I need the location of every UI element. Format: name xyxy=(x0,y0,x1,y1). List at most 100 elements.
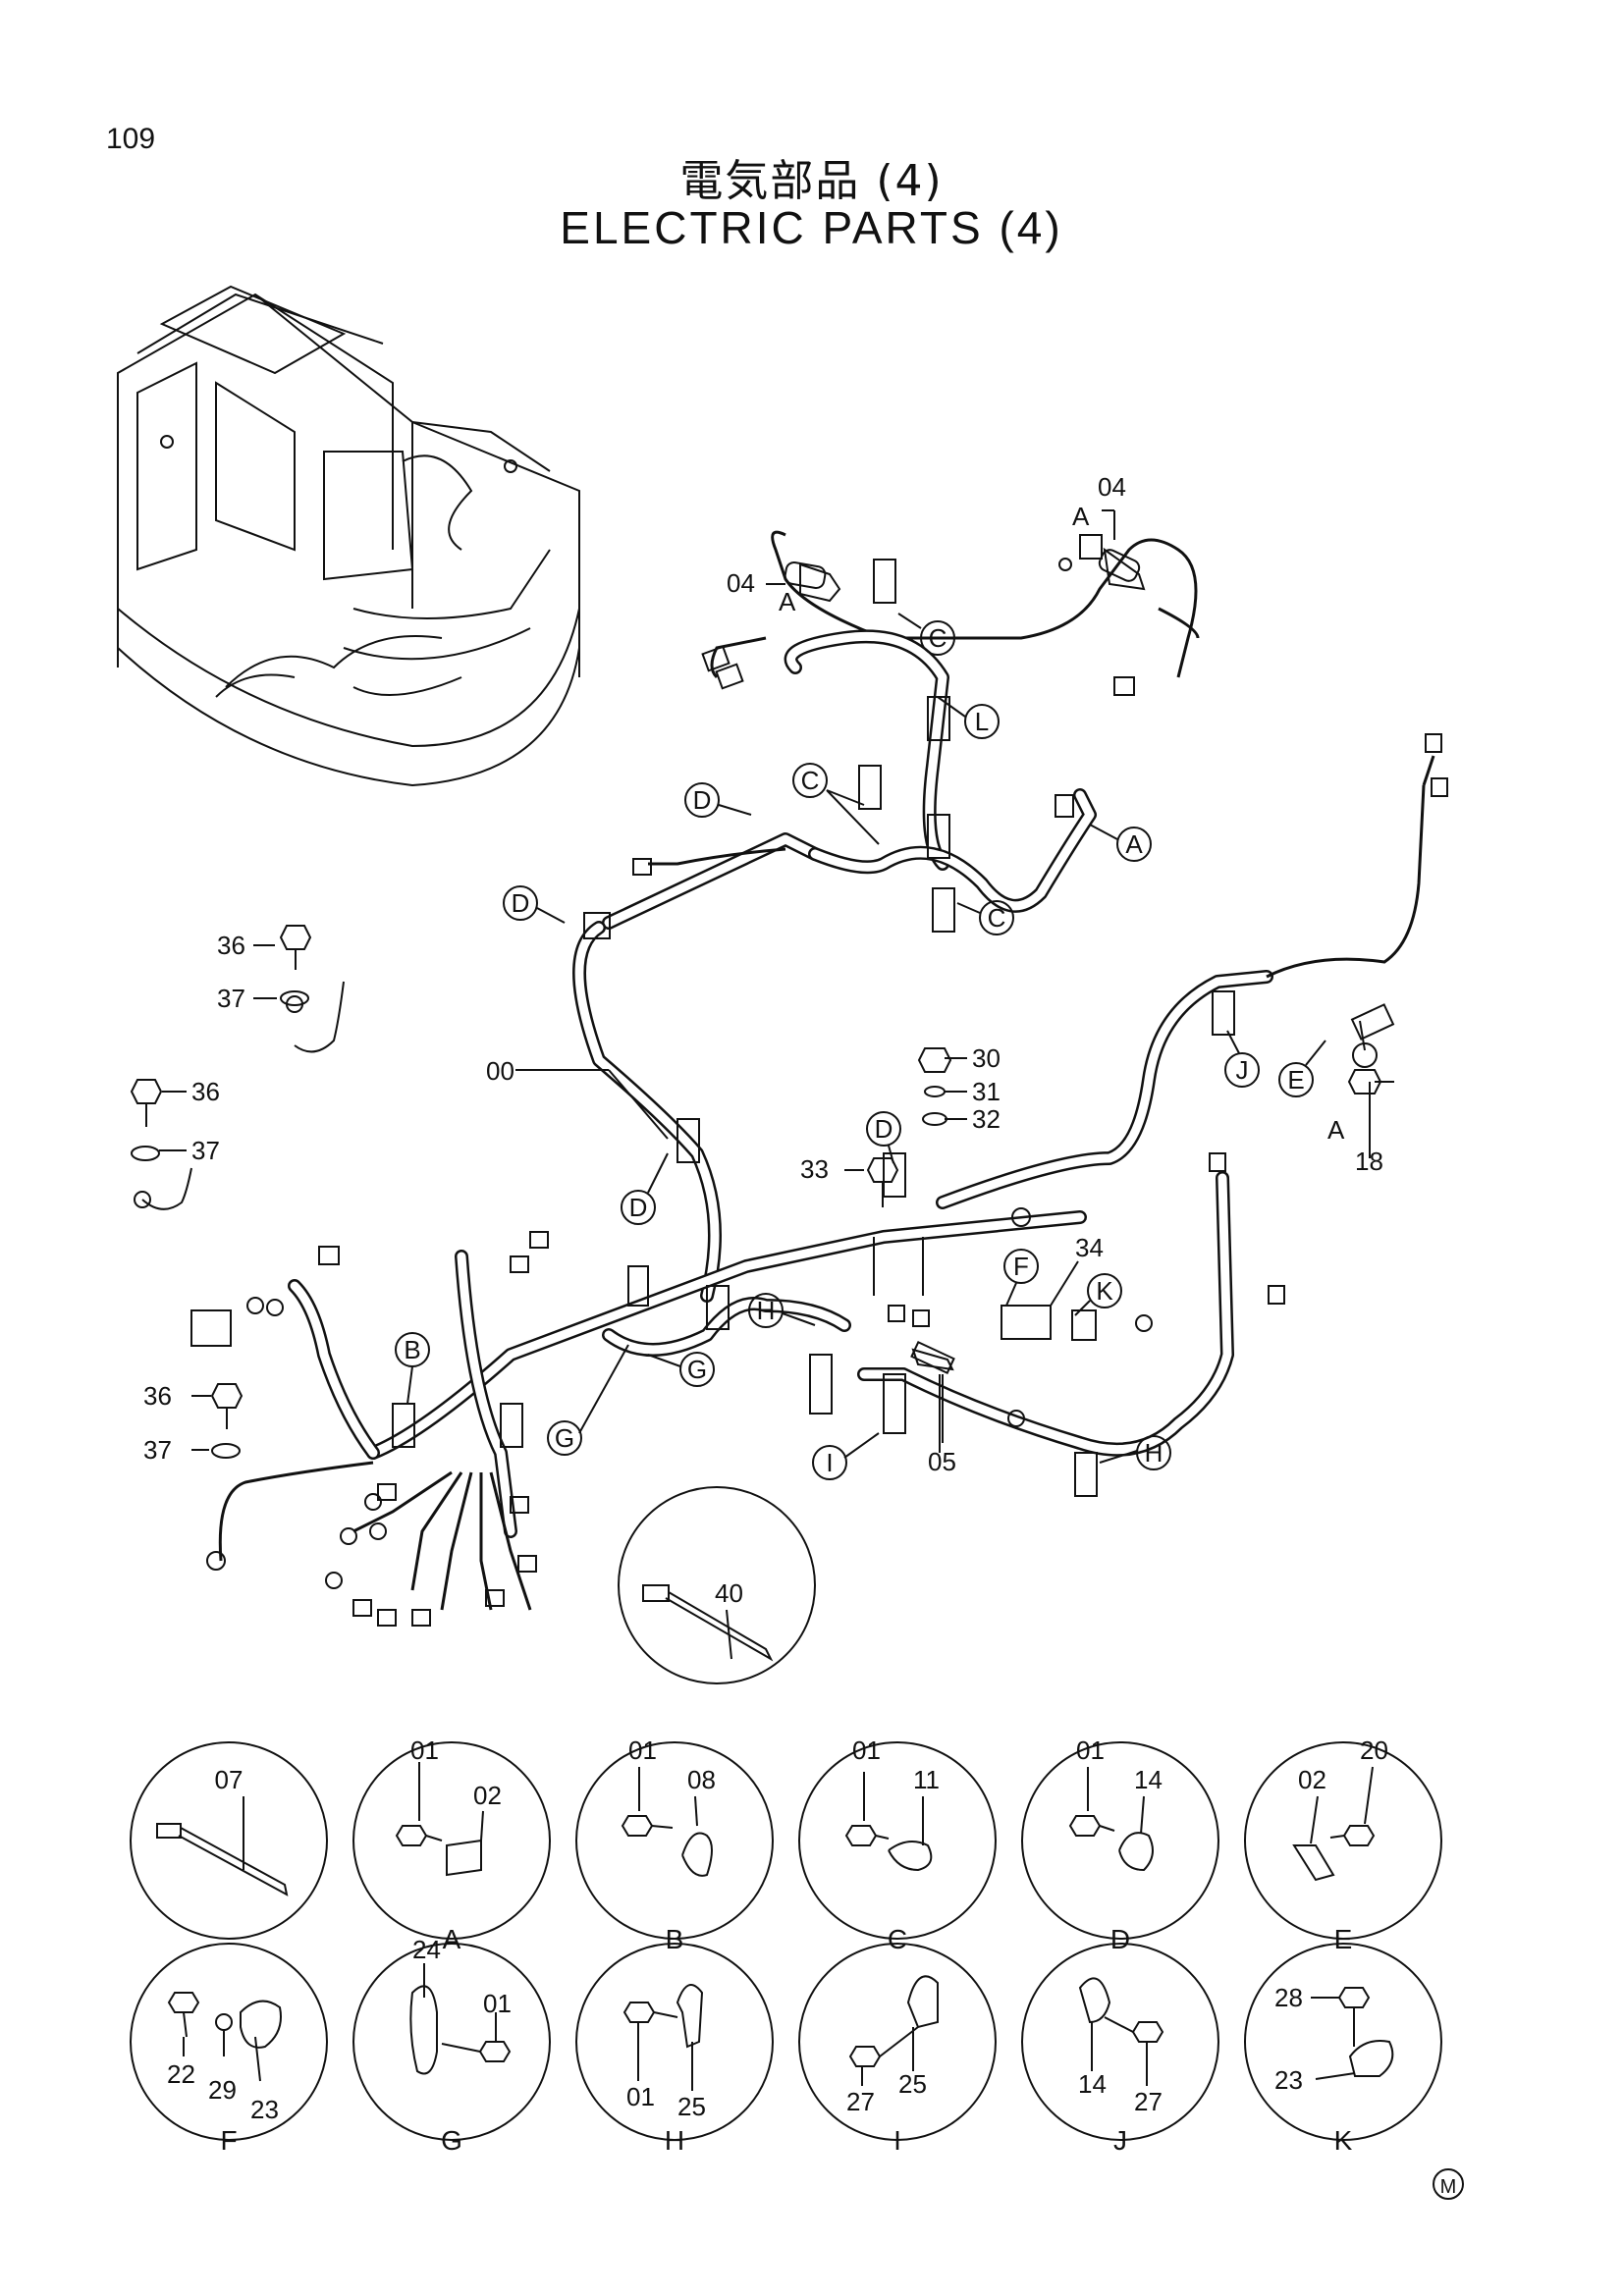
svg-text:G: G xyxy=(555,1423,574,1453)
svg-text:F: F xyxy=(1013,1252,1029,1281)
part-label: 36 xyxy=(217,931,245,960)
detail-07: 07 xyxy=(130,1741,328,1940)
callout-l: L xyxy=(964,704,1000,739)
callout-d-4: D xyxy=(621,1190,656,1225)
svg-text:F: F xyxy=(220,2125,237,2156)
svg-text:J: J xyxy=(1113,2125,1127,2156)
detail-h: 01 25 H xyxy=(575,1943,774,2156)
svg-text:I: I xyxy=(893,2125,901,2156)
detail-i: 27 25 I xyxy=(798,1943,997,2156)
part-label: 34 xyxy=(1075,1233,1104,1262)
svg-text:K: K xyxy=(1096,1276,1113,1306)
detail-c: 01 11 C xyxy=(798,1735,997,1954)
svg-text:25: 25 xyxy=(898,2069,927,2099)
svg-text:01: 01 xyxy=(628,1735,657,1765)
svg-text:C: C xyxy=(888,1924,907,1954)
part-label: 05 xyxy=(928,1447,956,1476)
callout-d-2: D xyxy=(503,885,538,921)
part-label: 33 xyxy=(800,1154,829,1184)
svg-text:11: 11 xyxy=(913,1765,940,1794)
callout-c-3: C xyxy=(979,900,1014,935)
part-label: 40 xyxy=(715,1578,743,1608)
part-label: 37 xyxy=(143,1435,172,1465)
svg-text:D: D xyxy=(1110,1924,1130,1954)
detail-e: 02 20 E xyxy=(1244,1735,1442,1954)
callout-a: A xyxy=(1116,827,1152,862)
svg-text:25: 25 xyxy=(677,2092,706,2121)
svg-text:E: E xyxy=(1287,1065,1304,1095)
callout-g-2: G xyxy=(547,1420,582,1456)
svg-text:A: A xyxy=(443,1924,461,1954)
svg-text:M: M xyxy=(1440,2176,1457,2198)
clamps xyxy=(392,534,1235,1497)
machine-overview xyxy=(117,285,580,787)
part-label: 04 xyxy=(727,568,755,598)
svg-text:G: G xyxy=(687,1355,707,1384)
callout-e: E xyxy=(1278,1062,1314,1097)
detail-k: 28 23 K xyxy=(1244,1943,1442,2156)
svg-text:A: A xyxy=(1125,829,1143,859)
part-label: A xyxy=(1072,502,1090,531)
part-label: 18 xyxy=(1355,1147,1383,1176)
callout-h-2: H xyxy=(1136,1435,1171,1470)
detail-j: 14 27 J xyxy=(1021,1943,1219,2156)
page-title: ELECTRIC PARTS (4) xyxy=(560,202,1063,253)
callout-b: B xyxy=(395,1332,430,1367)
callout-d-3: D xyxy=(866,1111,901,1147)
detail-d: 01 14 D xyxy=(1021,1735,1219,1954)
page-mark: M xyxy=(1433,2168,1464,2200)
svg-text:D: D xyxy=(629,1193,648,1222)
svg-text:H: H xyxy=(1145,1438,1163,1468)
part-label: 36 xyxy=(191,1077,220,1106)
callout-h-1: H xyxy=(748,1293,784,1328)
detail-a: 01 02 A xyxy=(352,1735,551,1954)
svg-text:14: 14 xyxy=(1134,1765,1163,1794)
callout-f: F xyxy=(1003,1249,1039,1284)
svg-text:01: 01 xyxy=(483,1989,512,2018)
svg-text:01: 01 xyxy=(410,1735,439,1765)
svg-text:02: 02 xyxy=(473,1781,502,1810)
svg-text:C: C xyxy=(929,623,947,653)
leader-lines xyxy=(159,509,1371,1660)
svg-text:02: 02 xyxy=(1298,1765,1326,1794)
svg-text:27: 27 xyxy=(846,2087,875,2116)
svg-text:14: 14 xyxy=(1078,2069,1107,2099)
part-label: 37 xyxy=(217,984,245,1013)
part-label: 04 xyxy=(1098,472,1126,502)
svg-text:27: 27 xyxy=(1134,2087,1163,2116)
svg-text:01: 01 xyxy=(626,2082,655,2111)
hardware-left xyxy=(130,925,1394,1459)
svg-text:01: 01 xyxy=(852,1735,881,1765)
svg-text:23: 23 xyxy=(1274,2065,1303,2095)
svg-text:K: K xyxy=(1334,2125,1353,2156)
svg-text:D: D xyxy=(693,785,712,815)
page-number: 109 xyxy=(106,123,156,155)
svg-text:28: 28 xyxy=(1274,1983,1303,2012)
main-harness xyxy=(218,530,1435,1611)
svg-text:20: 20 xyxy=(1360,1735,1388,1765)
callout-g-1: G xyxy=(679,1352,715,1387)
svg-text:08: 08 xyxy=(687,1765,716,1794)
detail-b: 01 08 B xyxy=(575,1735,774,1954)
svg-text:C: C xyxy=(988,903,1006,933)
svg-text:23: 23 xyxy=(250,2095,279,2124)
callout-i: I xyxy=(812,1445,847,1480)
svg-text:L: L xyxy=(975,707,989,736)
part-label: 00 xyxy=(486,1056,514,1086)
svg-text:I: I xyxy=(826,1448,833,1477)
svg-text:H: H xyxy=(757,1296,776,1325)
svg-text:29: 29 xyxy=(208,2075,237,2105)
part-label: 32 xyxy=(972,1104,1001,1134)
callout-d-1: D xyxy=(684,782,720,818)
callout-j: J xyxy=(1224,1052,1260,1088)
svg-text:J: J xyxy=(1236,1055,1249,1085)
callout-c-2: C xyxy=(792,763,828,798)
svg-text:D: D xyxy=(875,1114,893,1144)
part-label: A xyxy=(1327,1115,1345,1145)
svg-text:D: D xyxy=(512,888,530,918)
svg-text:24: 24 xyxy=(412,1935,441,1964)
svg-text:07: 07 xyxy=(215,1765,243,1794)
svg-text:B: B xyxy=(404,1335,420,1364)
detail-g: 24 01 G xyxy=(352,1935,551,2156)
